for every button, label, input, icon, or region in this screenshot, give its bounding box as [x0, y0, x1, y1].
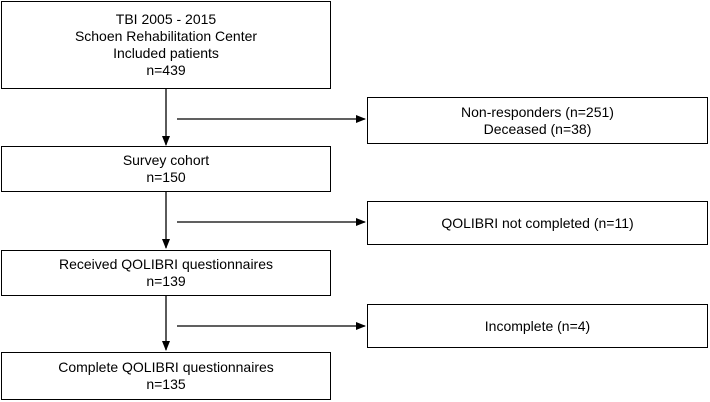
- box-non-responders: Non-responders (n=251) Deceased (n=38): [367, 97, 708, 144]
- box-text-line: QOLIBRI not completed (n=11): [441, 214, 634, 231]
- box-text-line: n=135: [146, 376, 186, 392]
- box-received-questionnaires: Received QOLIBRI questionnaires n=139: [1, 250, 331, 296]
- box-text-line: Incomplete (n=4): [484, 317, 591, 334]
- box-text-line: Deceased (n=38): [483, 120, 592, 137]
- box-text-line: Included patients: [113, 45, 219, 61]
- box-text-line: Non-responders (n=251): [461, 103, 614, 120]
- box-incomplete: Incomplete (n=4): [367, 304, 708, 348]
- box-text-line: TBI 2005 - 2015: [115, 11, 217, 27]
- box-text-line: Received QOLIBRI questionnaires: [59, 256, 273, 272]
- box-qolibri-not-completed: QOLIBRI not completed (n=11): [367, 201, 708, 245]
- box-text-line: n=139: [146, 273, 186, 289]
- box-survey-cohort: Survey cohort n=150: [1, 146, 331, 192]
- box-text-line: n=150: [146, 169, 186, 185]
- box-text-line: n=439: [146, 62, 186, 78]
- box-text-line: Survey cohort: [122, 152, 210, 168]
- box-text-line: Schoen Rehabilitation Center: [74, 28, 258, 44]
- box-included-patients: TBI 2005 - 2015 Schoen Rehabilitation Ce…: [1, 1, 331, 89]
- box-complete-questionnaires: Complete QOLIBRI questionnaires n=135: [1, 352, 331, 400]
- box-text-line: Complete QOLIBRI questionnaires: [58, 359, 274, 375]
